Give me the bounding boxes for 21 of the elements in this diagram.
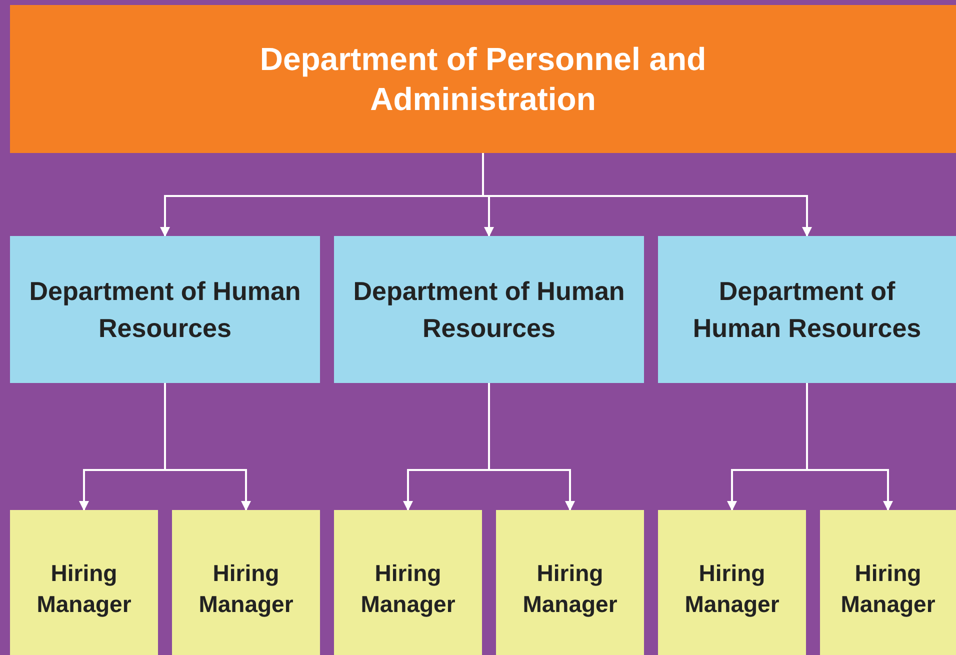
node-label: Hiring Manager — [840, 559, 936, 619]
manager-box — [334, 510, 482, 655]
node-label: Hiring Manager — [36, 559, 132, 619]
node-label: Department of Human Resources — [692, 274, 922, 344]
department-box — [658, 236, 956, 383]
manager-box — [658, 510, 806, 655]
node-label: Department of Human Resources — [28, 274, 302, 344]
department-box — [334, 236, 644, 383]
manager-box — [496, 510, 644, 655]
manager-box — [172, 510, 320, 655]
node-label: Hiring Manager — [198, 559, 294, 619]
node-label: Department of Human Resources — [352, 274, 626, 344]
manager-box — [10, 510, 158, 655]
node-label: Hiring Manager — [360, 559, 456, 619]
node-label: Hiring Manager — [684, 559, 780, 619]
manager-box — [820, 510, 956, 655]
connector-arrow — [482, 153, 812, 237]
title-box — [10, 5, 956, 153]
department-box — [10, 236, 320, 383]
node-label: Hiring Manager — [522, 559, 618, 619]
node-label: Department of Personnel and Administration — [258, 40, 708, 119]
